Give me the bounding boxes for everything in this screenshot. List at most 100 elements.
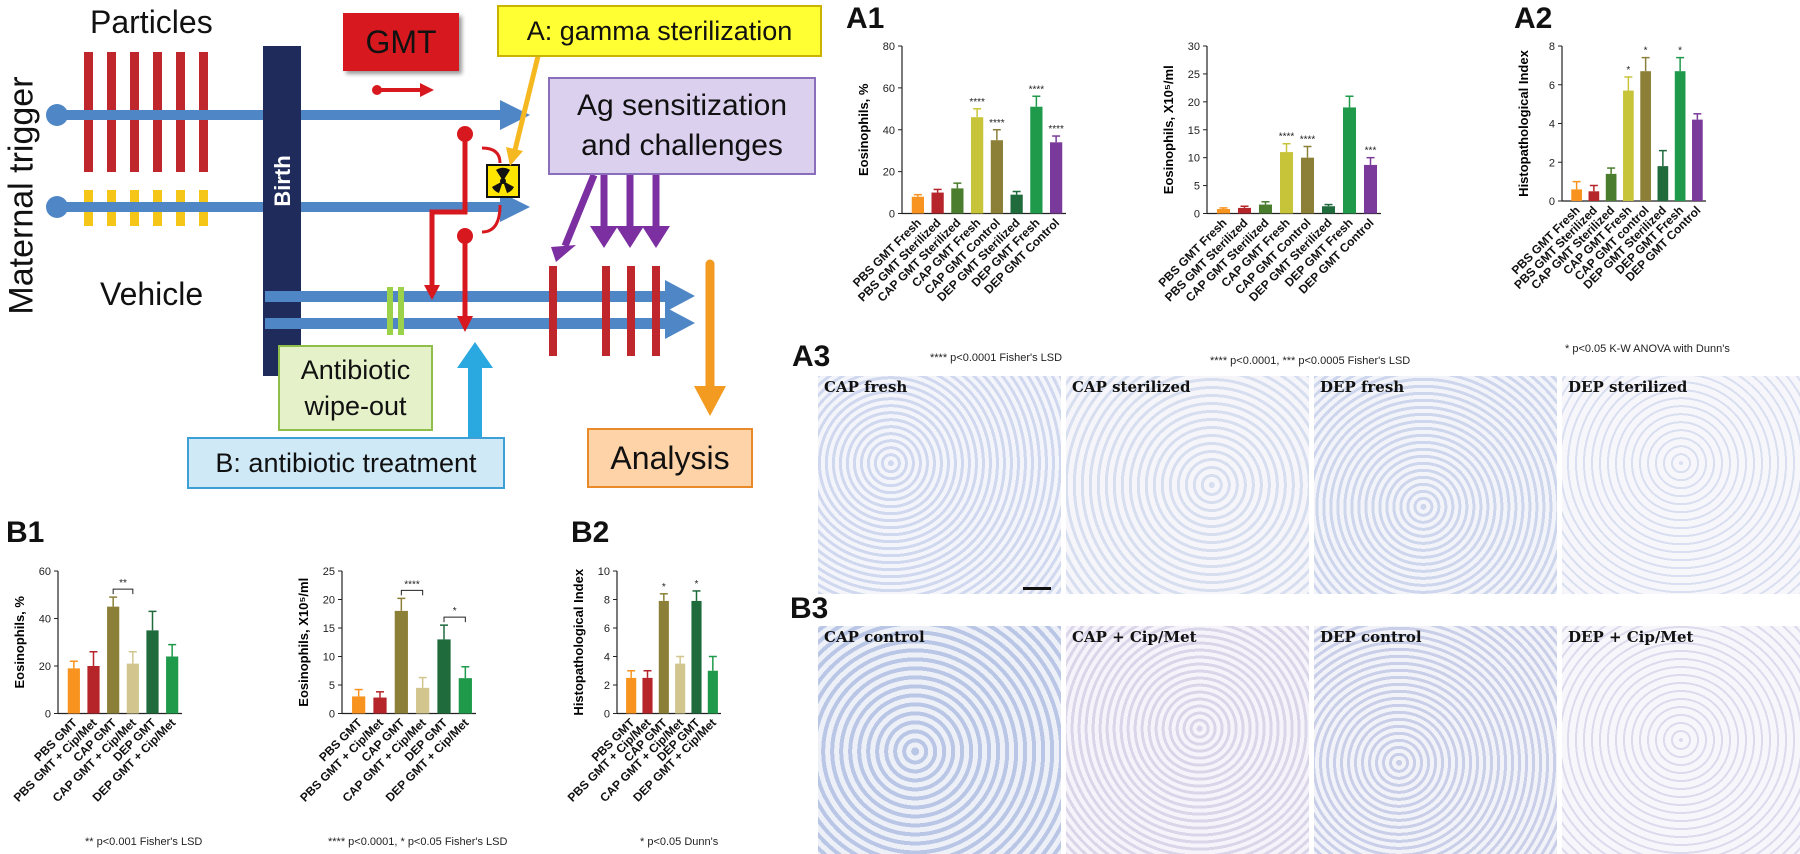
bar	[990, 140, 1003, 214]
y-tick-label: 60	[883, 83, 895, 95]
significance-label: ****	[989, 118, 1005, 129]
bar	[1588, 191, 1600, 201]
bar	[1692, 119, 1703, 201]
bar	[1030, 106, 1043, 214]
y-tick-label: 10	[1188, 153, 1200, 165]
y-tick-label: 0	[1549, 196, 1555, 208]
bar	[437, 639, 451, 714]
bar	[146, 630, 159, 714]
sensitization-bars	[549, 266, 660, 356]
panel-letter-b1: B1	[6, 516, 45, 549]
scale-bar	[1023, 587, 1051, 590]
birth-label: Birth	[270, 155, 295, 207]
panel-letter-a2: A2	[1514, 2, 1553, 35]
bar	[416, 687, 430, 714]
significance-label: *	[1626, 65, 1630, 76]
y-tick-label: 0	[1194, 209, 1200, 221]
y-tick-label: 25	[323, 566, 335, 578]
y-axis-label: Eosinophils, X10⁵/ml	[296, 578, 311, 707]
micrograph-cap-control: CAP control	[818, 626, 1061, 854]
bar	[67, 668, 80, 714]
y-tick-label: 20	[1188, 97, 1200, 109]
note-a1-right: **** p<0.0001, *** p<0.0005 Fisher's LSD	[1210, 355, 1411, 367]
panel-letter-a1: A1	[846, 2, 885, 35]
y-tick-label: 80	[883, 41, 895, 53]
bar	[166, 656, 179, 714]
y-tick-label: 2	[1549, 157, 1555, 169]
bar	[1623, 90, 1634, 201]
significance-label: ****	[404, 579, 420, 590]
y-tick-label: 15	[1188, 125, 1200, 137]
bar	[1657, 166, 1669, 201]
y-tick-label: 4	[1549, 119, 1555, 131]
bar	[1258, 204, 1273, 214]
radiation-icon	[486, 164, 520, 198]
micrograph-dep-control: DEP control	[1314, 626, 1557, 854]
micrograph-label: CAP sterilized	[1072, 378, 1191, 396]
bar	[1321, 206, 1336, 214]
bar	[658, 600, 669, 714]
significance-label: ***	[1365, 146, 1377, 157]
micrograph-label: DEP control	[1320, 628, 1422, 646]
y-tick-label: 2	[604, 680, 610, 692]
ag-arrows	[561, 173, 660, 248]
micrograph-label: CAP + Cip/Met	[1072, 628, 1197, 646]
y-axis-label: Eosinophils, X10⁵/ml	[1161, 65, 1176, 194]
y-tick-label: 4	[604, 652, 610, 664]
significance-label: *	[453, 606, 457, 617]
y-tick-label: 20	[39, 661, 51, 673]
significance-label: ****	[1029, 84, 1045, 95]
particles-label: Particles	[90, 4, 213, 40]
significance-label: *	[1644, 46, 1648, 57]
y-tick-label: 6	[604, 623, 610, 635]
y-tick-label: 15	[323, 623, 335, 635]
significance-bracket	[400, 589, 424, 596]
antibiotic-treatment-box: B: antibiotic treatment	[187, 437, 505, 489]
y-tick-label: 30	[1188, 41, 1200, 53]
bar	[126, 663, 139, 714]
significance-label: *	[1678, 46, 1682, 57]
micrograph-dep-sterilized: DEP sterilized	[1562, 376, 1800, 594]
bar	[1279, 152, 1294, 214]
bar	[931, 192, 944, 214]
y-axis-label: Histopathological Index	[1516, 49, 1531, 196]
bar	[394, 610, 408, 714]
micrograph-cap-fresh: CAP fresh	[818, 376, 1061, 594]
bar	[1640, 71, 1651, 201]
note-b1-left: ** p<0.001 Fisher's LSD	[85, 836, 203, 848]
y-tick-label: 10	[323, 652, 335, 664]
bar	[1605, 173, 1617, 201]
bar	[1674, 71, 1686, 201]
bar	[675, 663, 686, 714]
bar	[352, 696, 366, 714]
bar	[642, 677, 653, 714]
significance-bracket	[112, 588, 134, 595]
significance-label: ****	[1279, 132, 1295, 143]
micrograph-cap-sterilized: CAP sterilized	[1066, 376, 1309, 594]
vehicle-label: Vehicle	[100, 276, 204, 312]
significance-label: *	[662, 582, 666, 593]
y-axis-label: Eosinophils, %	[856, 83, 871, 176]
gmt-transfer-lines	[429, 136, 468, 318]
y-tick-label: 40	[39, 614, 51, 626]
y-tick-label: 0	[329, 709, 335, 721]
wipeout-bars	[387, 287, 404, 335]
gmt-box: GMT	[343, 13, 459, 71]
y-tick-label: 20	[883, 167, 895, 179]
antibiotic-wipeout-box: Antibiotic wipe-out	[278, 345, 433, 431]
y-axis-label: Histopathological Index	[571, 568, 586, 715]
y-tick-label: 5	[1194, 181, 1200, 193]
bar	[1571, 189, 1582, 201]
micrograph-label: DEP fresh	[1320, 378, 1405, 396]
bar	[1342, 107, 1357, 214]
y-tick-label: 0	[45, 709, 51, 721]
bar	[373, 697, 387, 714]
bar	[107, 606, 120, 714]
panel-letter-a3: A3	[792, 340, 831, 373]
y-tick-label: 5	[329, 680, 335, 692]
